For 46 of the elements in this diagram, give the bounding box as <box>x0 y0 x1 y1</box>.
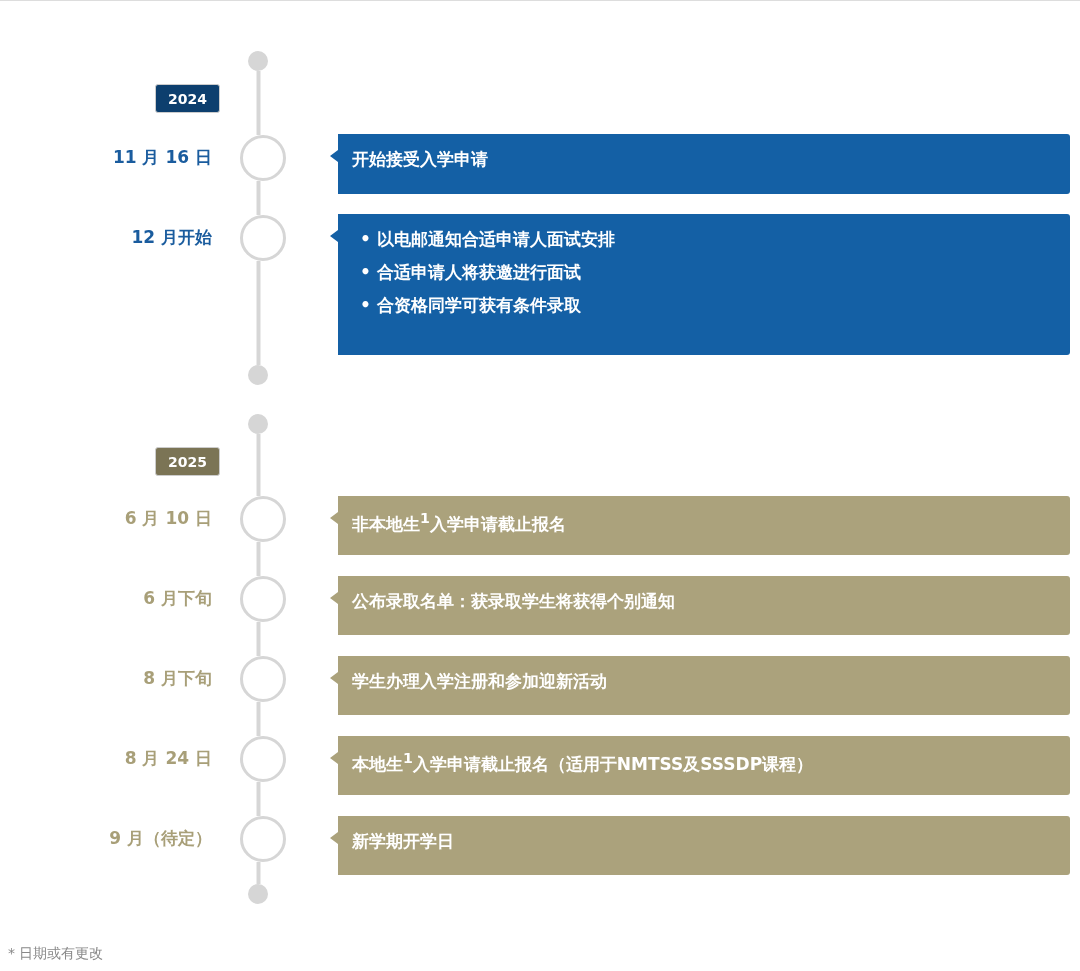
timeline-line <box>256 542 261 576</box>
event-text: 非本地生$^{1}$入学申请截止报名 <box>352 513 566 534</box>
timeline-dot <box>248 51 268 71</box>
event-box <box>330 496 1070 555</box>
timeline-circle <box>240 656 286 702</box>
timeline-line <box>256 434 261 496</box>
timeline-circle <box>240 576 286 622</box>
timeline-circle <box>240 496 286 542</box>
bullet-text: • 合适申请人将获邀进行面试 <box>359 261 582 284</box>
event-text: 公布录取名单：获录取学生将获得个别通知 <box>352 591 675 611</box>
event-text: 新学期开学日 <box>352 831 454 851</box>
date-label: 11 月 16 日 <box>112 146 212 169</box>
date-label: 12 月开始 <box>131 226 212 249</box>
event-box <box>330 214 1070 355</box>
bullet-text: • 以电邮通知合适申请人面试安排 <box>359 228 616 251</box>
event-box <box>330 816 1070 875</box>
year-badge: 2024 <box>155 84 220 113</box>
timeline-circle <box>240 736 286 782</box>
event-text: 学生办理入学注册和参加迎新活动 <box>352 671 607 691</box>
timeline-dot <box>248 884 268 904</box>
timeline-line <box>256 782 261 816</box>
event-text: 开始接受入学申请 <box>352 149 488 169</box>
event-box <box>330 576 1070 635</box>
event-box <box>330 134 1070 194</box>
timeline-circle <box>240 816 286 862</box>
timeline-line <box>256 261 261 365</box>
event-text: 本地生$^{1}$入学申请截止报名（适用于NMTSS及SSSDP课程） <box>352 753 814 774</box>
timeline-dot <box>248 365 268 385</box>
timeline-line <box>256 702 261 736</box>
timeline-dot <box>248 414 268 434</box>
date-label: 8 月下旬 <box>143 667 212 690</box>
timeline-line <box>256 181 261 215</box>
date-label: 9 月（待定） <box>109 827 212 850</box>
timeline-circle <box>240 135 286 181</box>
timeline-circle <box>240 215 286 261</box>
bullet-text: • 合资格同学可获有条件录取 <box>359 294 582 317</box>
date-label: 6 月 10 日 <box>124 507 212 530</box>
year-badge: 2025 <box>155 447 220 476</box>
timeline-line <box>256 862 261 884</box>
event-box <box>330 736 1070 795</box>
date-label: 6 月下旬 <box>143 587 212 610</box>
footnote: * 日期或有更改 <box>8 945 104 963</box>
timeline-line <box>256 622 261 656</box>
date-label: 8 月 24 日 <box>124 747 212 770</box>
event-box <box>330 656 1070 715</box>
timeline-line <box>256 71 261 135</box>
